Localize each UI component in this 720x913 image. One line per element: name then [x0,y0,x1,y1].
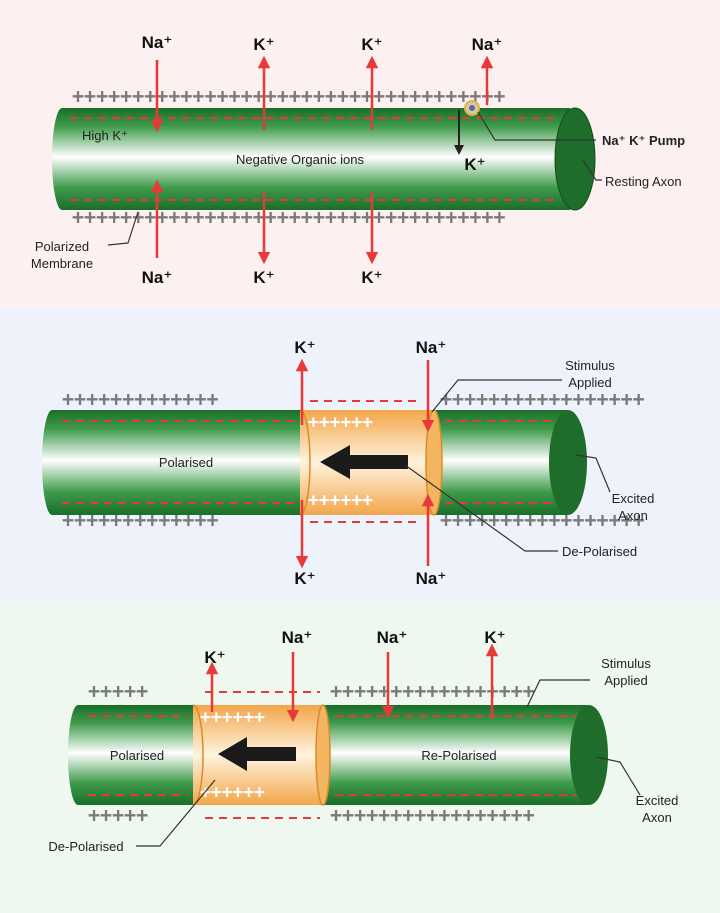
ion-label-k-bottom-2: K⁺ [361,268,382,287]
impulse-direction-arrow [218,737,296,771]
depolarised-label: De-Polarised [48,839,123,854]
ion-label-k-1: K⁺ [204,648,225,667]
resting-axon-label: Resting Axon [605,174,682,189]
polarised-label: Polarised [110,748,164,763]
plus-row-top-left: +++++ [88,679,148,703]
negative-organic-ions-label: Negative Organic ions [236,152,364,167]
polarized-label-line2: Membrane [31,256,93,271]
repolarised-label: Re-Polarised [421,748,496,763]
svg-text:++++++: ++++++ [308,490,373,511]
ion-label-na-1: Na⁺ [282,628,313,647]
ion-label-na-2: Na⁺ [377,628,408,647]
plus-row-top-right: +++++++++++++++++ [440,387,645,411]
impulse-direction-arrow [320,445,408,479]
na-k-pump-label: Na⁺ K⁺ Pump [602,133,685,148]
depolarised-callout-line [136,779,216,847]
stimulus-label-line1: Stimulus [565,358,615,373]
depolarised-label: De-Polarised [562,544,637,559]
polarised-label: Polarised [159,455,213,470]
ion-label-k-2: K⁺ [484,628,505,647]
plus-row-bottom-right: +++++++++++++++++ [330,803,535,827]
ion-label-na-top: Na⁺ [416,338,447,357]
ion-label-k-top-2: K⁺ [361,35,382,54]
ion-label-na-top-1: Na⁺ [142,33,173,52]
ion-label-k-top-1: K⁺ [253,35,274,54]
high-k-label: High K⁺ [82,128,128,143]
stimulus-callout-line [526,679,590,708]
ion-label-k-bottom-1: K⁺ [253,268,274,287]
excited-axon-label-line2: Axon [618,508,648,523]
plus-row-top-left: +++++++++++++ [62,387,219,411]
stimulus-label-line1: Stimulus [601,656,651,671]
panel-repolarised-axon: +++++ +++++++++++++++++ +++++ ++++++++++… [0,602,720,913]
excited-callout-line [595,756,641,796]
panel-resting-axon: ++++++++++++++++++++++++++++++++++++ +++… [0,0,720,308]
svg-text:++++++: ++++++ [200,707,265,728]
resting-callout-line [582,159,602,181]
stimulus-label-line2: Applied [604,673,647,688]
polarized-callout-line [107,211,139,246]
excited-axon-label-line1: Excited [612,491,655,506]
plus-row-top: ++++++++++++++++++++++++++++++++++++ [72,84,505,108]
ion-label-na-bottom: Na⁺ [142,268,173,287]
svg-text:++++++: ++++++ [200,782,265,803]
ion-label-k-bottom: K⁺ [294,569,315,588]
ion-label-na-top-2: Na⁺ [472,35,503,54]
depolarised-callout-line [404,464,558,552]
plus-row-bottom-left: +++++ [88,803,148,827]
pump-k-label: K⁺ [464,155,485,174]
polarized-label-line1: Polarized [35,239,89,254]
stimulus-label-line2: Applied [568,375,611,390]
ion-label-k-top: K⁺ [294,338,315,357]
excited-axon-label-line1: Excited [636,793,679,808]
pump-callout-line [477,111,596,141]
svg-text:++++++: ++++++ [308,412,373,433]
ion-label-na-bottom: Na⁺ [416,569,447,588]
stimulus-callout-line [431,379,562,413]
panel-excited-axon: +++++++++++++ +++++++++++++++++ ++++++ ++… [0,308,720,602]
resting-axon-cylinder [52,107,596,211]
excited-callout-line [575,454,611,493]
excited-axon-label-line2: Axon [642,810,672,825]
plus-row-top-right: +++++++++++++++++ [330,679,535,703]
